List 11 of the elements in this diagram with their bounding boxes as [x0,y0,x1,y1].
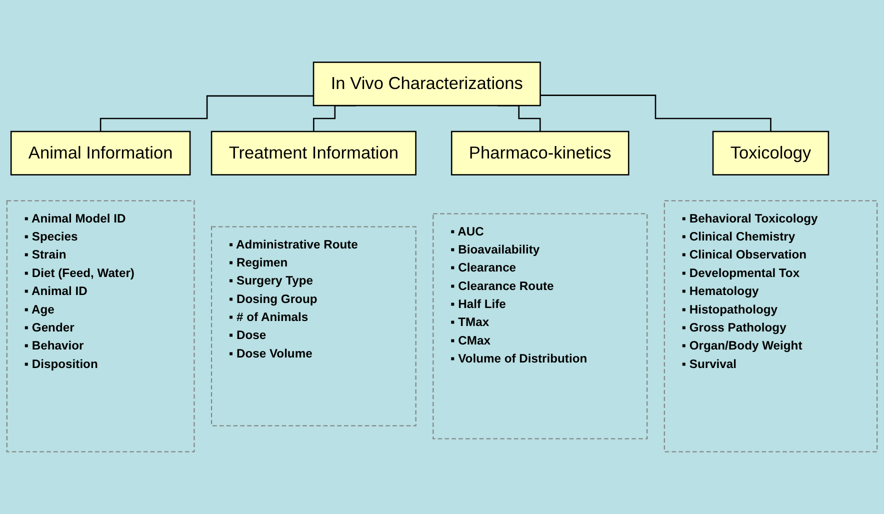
node-box: ▪ Animal Model ID ▪ Species ▪ Strain ▪ Diet (Feed, Water) ▪ Animal ID ▪ Age ▪ Gender ▪ Behavior ▪ Disposition [6,200,195,452]
node-box: Animal Information [10,130,191,176]
node-box: Pharmaco-kinetics [450,130,630,176]
node-box: Treatment Information [210,130,416,176]
node-box: ▪ AUC ▪ Bioavailability ▪ Clearance ▪ Clearance Route ▪ Half Life ▪ TMax ▪ CMax ▪ Volume of Distribution [432,213,648,440]
node-box: Toxicology [712,130,830,176]
node-box: ▪ Behavioral Toxicology ▪ Clinical Chemistry ▪ Clinical Observation ▪ Developmental Tox ▪ Hematology ▪ Histopathology ▪ Gross Pathology ▪ Organ/Body Weight ▪ Survival [664,200,878,452]
connector [100,95,314,132]
connector [540,94,772,132]
node-box: ▪ Administrative Route ▪ Regimen ▪ Surgery Type ▪ Dosing Group ▪ # of Animals ▪ Dose ▪ Dose Volume [211,226,416,426]
node-box: In Vivo Characterizations [312,62,541,106]
